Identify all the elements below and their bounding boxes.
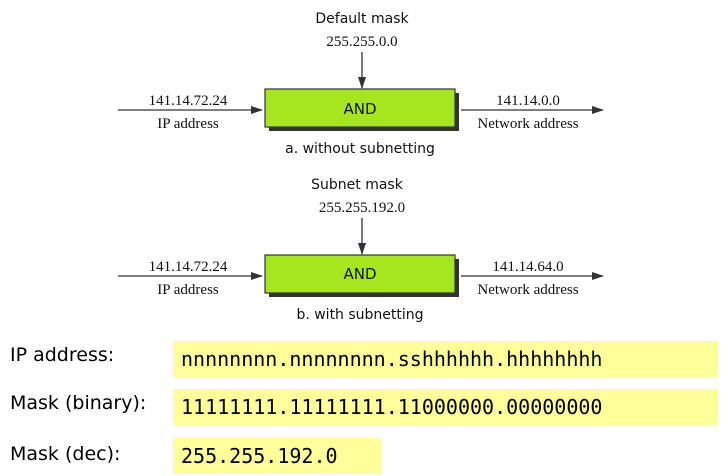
ip-label-a: IP address [157,116,219,132]
mask-dec-value: 255.255.192.0 [173,438,381,474]
ip-value-a: 141.14.72.24 [149,93,228,109]
and-gate-label-b: AND [343,265,376,283]
panel-without-subnetting: Default mask 255.255.0.0 141.14.72.24 IP… [118,11,604,157]
and-gate-b [264,254,456,294]
ip-address-label: IP address: [10,344,115,366]
mask-binary-value: 11111111.11111111.11000000.00000000 [173,389,718,425]
caption-a: a. without subnetting [285,141,435,157]
panel-with-subnetting: Subnet mask 255.255.192.0 141.14.72.24 I… [118,177,604,323]
ip-label-b: IP address [157,282,219,298]
network-label-b: Network address [477,282,578,298]
network-label-a: Network address [477,116,578,132]
mask-binary-label: Mask (binary): [10,392,147,414]
network-value-a: 141.14.0.0 [496,93,560,109]
caption-b: b. with subnetting [296,307,423,323]
and-gate-label-a: AND [343,100,376,118]
and-gate-a [264,88,456,128]
ip-address-pattern: nnnnnnnn.nnnnnnnn.sshhhhhh.hhhhhhhh [173,341,718,377]
default-mask-value: 255.255.0.0 [326,34,397,50]
ip-value-b: 141.14.72.24 [149,259,228,275]
subnet-mask-diagram: Default mask 255.255.0.0 141.14.72.24 IP… [118,11,604,323]
subnet-mask-title: Subnet mask [311,177,404,193]
subnet-mask-value: 255.255.192.0 [319,200,405,216]
default-mask-title: Default mask [315,11,409,27]
network-value-b: 141.14.64.0 [492,259,563,275]
mask-dec-label: Mask (dec): [10,443,121,465]
